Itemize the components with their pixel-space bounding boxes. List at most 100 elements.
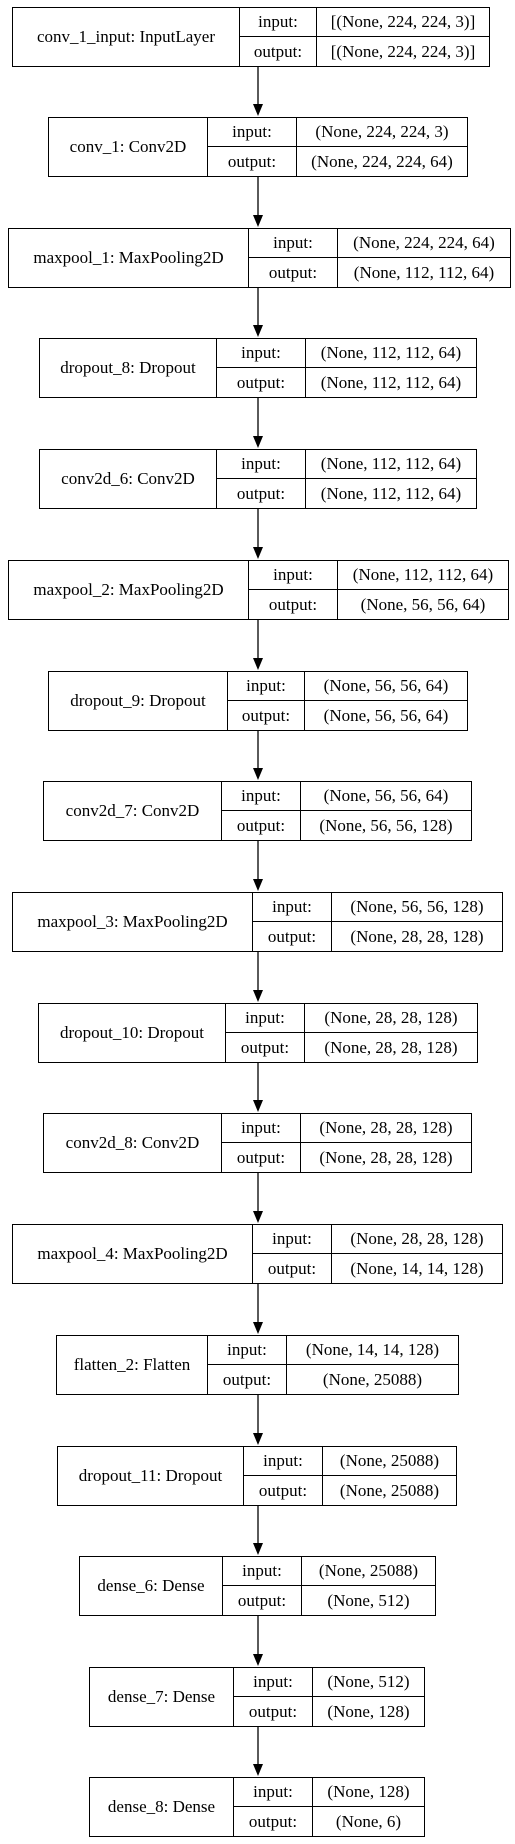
io-labels: input: output: <box>208 1336 287 1394</box>
output-label: output: <box>253 41 303 61</box>
layer-name: maxpool_4: MaxPooling2D <box>13 1225 253 1283</box>
output-label: output: <box>237 1590 287 1610</box>
input-shape: (None, 14, 14, 128) <box>287 1336 458 1365</box>
output-label: output: <box>241 705 291 725</box>
shape-values: (None, 512)(None, 128) <box>313 1668 424 1726</box>
input-label: input: <box>223 1557 301 1586</box>
output-shape: (None, 28, 28, 128) <box>324 1037 458 1057</box>
output-label: output: <box>258 1480 308 1500</box>
input-label: input: <box>244 1447 322 1476</box>
shape-values: (None, 112, 112, 64)(None, 112, 112, 64) <box>306 450 476 508</box>
arrowhead-icon <box>253 215 263 227</box>
input-label: input: <box>249 229 337 258</box>
input-label: input: <box>253 893 331 922</box>
arrowhead-icon <box>253 547 263 559</box>
input-label: input: <box>222 1114 300 1143</box>
output-label: output: <box>240 1037 290 1057</box>
layer-name: flatten_2: Flatten <box>57 1336 208 1394</box>
output-shape: (None, 112, 112, 64) <box>320 483 462 503</box>
layer-name: conv_1: Conv2D <box>49 118 208 176</box>
output-label: output: <box>222 1369 272 1389</box>
input-label: input: <box>226 1004 304 1033</box>
output-shape: (None, 128) <box>327 1701 410 1721</box>
input-label: input: <box>217 450 305 479</box>
input-shape: (None, 25088) <box>323 1447 456 1476</box>
layer-name: dense_8: Dense <box>90 1778 234 1836</box>
io-labels: input: output: <box>253 893 332 951</box>
output-label: output: <box>227 151 277 171</box>
arrowhead-icon <box>253 1433 263 1445</box>
output-shape: (None, 112, 112, 64) <box>353 262 495 282</box>
arrowhead-icon <box>253 1654 263 1666</box>
arrowhead-icon <box>253 1322 263 1334</box>
shape-values: (None, 14, 14, 128)(None, 25088) <box>287 1336 458 1394</box>
shape-values: (None, 28, 28, 128)(None, 14, 14, 128) <box>332 1225 502 1283</box>
layer-name: dropout_8: Dropout <box>40 339 217 397</box>
input-label: input: <box>208 1336 286 1365</box>
shape-values: (None, 224, 224, 3)(None, 224, 224, 64) <box>297 118 467 176</box>
io-labels: input: output: <box>240 8 317 66</box>
input-shape: (None, 56, 56, 128) <box>332 893 502 922</box>
input-label: input: <box>222 782 300 811</box>
output-shape: (None, 112, 112, 64) <box>320 372 462 392</box>
io-labels: input:output: <box>222 1114 301 1172</box>
input-shape: (None, 224, 224, 64) <box>338 229 510 258</box>
shape-values: (None, 25088)(None, 512) <box>302 1557 435 1615</box>
output-shape: (None, 28, 28, 128) <box>319 1147 453 1167</box>
arrowhead-icon <box>253 990 263 1002</box>
input-shape: (None, 56, 56, 64) <box>301 782 471 811</box>
input-shape: (None, 25088) <box>302 1557 435 1586</box>
output-label: output: <box>267 1258 317 1278</box>
input-label: input: <box>217 339 305 368</box>
output-label: output: <box>267 926 317 946</box>
io-labels: input:output: <box>208 118 297 176</box>
input-label: input: <box>253 1225 331 1254</box>
shape-values: (None, 28, 28, 128) (None, 28, 28, 128) <box>301 1114 471 1172</box>
input-shape: (None, 28, 28, 128) <box>301 1114 471 1143</box>
shape-values: (None, 25088) (None, 25088) <box>323 1447 456 1505</box>
output-label: output: <box>248 1811 298 1831</box>
shape-values: (None, 112, 112, 64) (None, 112, 112, 64) <box>306 339 476 397</box>
input-shape: (None, 56, 56, 64) <box>305 672 467 701</box>
arrowhead-icon <box>253 104 263 116</box>
output-label: output: <box>236 815 286 835</box>
output-shape: (None, 25088) <box>339 1480 440 1500</box>
arrowhead-icon <box>253 436 263 448</box>
layer-name: dropout_10: Dropout <box>39 1004 226 1062</box>
output-shape: (None, 56, 56, 64) <box>360 594 486 614</box>
io-labels: input: output: <box>226 1004 305 1062</box>
arrowhead-icon <box>253 658 263 670</box>
output-label: output: <box>268 594 318 614</box>
input-shape: (None, 224, 224, 3) <box>297 118 467 147</box>
io-labels: input:output: <box>228 672 305 730</box>
arrowhead-icon <box>253 1100 263 1112</box>
input-label: input: <box>240 8 316 37</box>
input-label: input: <box>234 1668 312 1697</box>
shape-values: (None, 28, 28, 128) (None, 28, 28, 128) <box>305 1004 477 1062</box>
output-label: output: <box>236 483 286 503</box>
layer-name: conv2d_7: Conv2D <box>44 782 222 840</box>
input-shape: (None, 112, 112, 64) <box>306 339 476 368</box>
arrowhead-icon <box>253 325 263 337</box>
output-shape: (None, 6) <box>335 1811 402 1831</box>
io-labels: input:output: <box>249 229 338 287</box>
layer-name: maxpool_3: MaxPooling2D <box>13 893 253 951</box>
io-labels: input: output: <box>217 450 306 508</box>
input-shape: (None, 28, 28, 128) <box>305 1004 477 1033</box>
layer-name: dense_6: Dense <box>80 1557 223 1615</box>
layer-name: conv2d_8: Conv2D <box>44 1114 222 1172</box>
